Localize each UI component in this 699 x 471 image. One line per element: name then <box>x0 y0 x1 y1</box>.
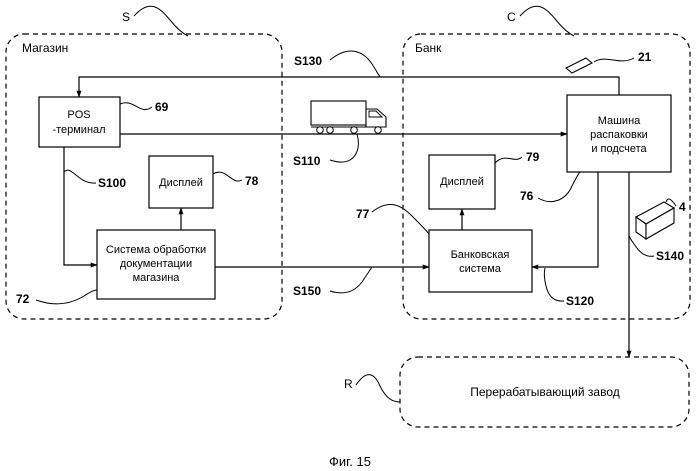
bank-system-ref-leader <box>372 204 429 234</box>
store-display-ref-leader <box>213 172 242 181</box>
store-system-ref-leader <box>36 290 97 304</box>
arrow-s120 <box>532 172 598 267</box>
store-display-ref-label: 78 <box>245 174 259 188</box>
package-icon <box>636 202 674 239</box>
truck-icon <box>311 101 386 133</box>
step-leader-s100 <box>64 170 96 183</box>
step-label-s140: S140 <box>656 249 684 263</box>
store-ref-label: S <box>122 10 130 24</box>
arrow-s100 <box>64 147 97 265</box>
card-ref-leader <box>594 58 634 62</box>
machine-label-line3: и подсчета <box>591 143 647 155</box>
machine-ref-leader <box>538 172 580 202</box>
pos-terminal-box <box>39 97 120 147</box>
step-leader-s110 <box>330 134 358 162</box>
step-label-s120: S120 <box>566 294 594 308</box>
step-leader-s130 <box>330 51 380 77</box>
bank-ref-leader <box>520 6 574 36</box>
step-leader-s140 <box>629 236 654 256</box>
pos-ref-leader <box>120 103 152 110</box>
store-display-label: Дисплей <box>159 177 203 189</box>
store-system-label-line2: документации <box>120 258 192 270</box>
step-label-s130: S130 <box>294 54 322 68</box>
machine-ref-label: 76 <box>520 189 534 203</box>
step-label-s100: S100 <box>98 176 126 190</box>
bank-system-box <box>429 230 532 292</box>
step-leader-s120 <box>544 268 564 301</box>
plant-ref-leader <box>356 375 400 402</box>
figure-caption: Фиг. 15 <box>329 454 371 469</box>
bank-system-ref-label: 77 <box>356 207 370 221</box>
bank-system-label-line2: система <box>459 263 502 275</box>
machine-label-line1: Машина <box>598 115 641 127</box>
arrow-s130 <box>79 77 619 97</box>
pos-ref-label: 69 <box>155 100 169 114</box>
pos-terminal-label-line1: POS <box>67 109 90 121</box>
store-ref-leader <box>134 6 188 36</box>
step-label-s150: S150 <box>293 284 321 298</box>
plant-group-title: Перерабатывающий завод <box>470 385 619 399</box>
step-leader-s150 <box>330 267 372 293</box>
store-system-ref-label: 72 <box>16 292 30 306</box>
pos-terminal-label-line2: -терминал <box>52 124 105 136</box>
bank-group-title: Банк <box>415 41 442 55</box>
plant-ref-label: R <box>344 377 353 391</box>
bank-display-ref-leader <box>495 157 522 163</box>
bank-display-ref-label: 79 <box>526 150 540 164</box>
step-label-s110: S110 <box>293 154 321 168</box>
store-group-title: Магазин <box>22 41 68 55</box>
bank-display-label: Дисплей <box>440 176 484 188</box>
card-ref-label: 21 <box>638 50 652 64</box>
bank-system-label-line1: Банковская <box>451 249 510 261</box>
card-icon <box>566 58 592 73</box>
machine-label-line2: распаковки <box>590 129 648 141</box>
bank-ref-label: C <box>507 10 516 24</box>
package-ref-label: 4 <box>679 200 686 214</box>
store-system-label-line1: Система обработки <box>106 244 206 256</box>
store-system-label-line3: магазина <box>133 272 181 284</box>
